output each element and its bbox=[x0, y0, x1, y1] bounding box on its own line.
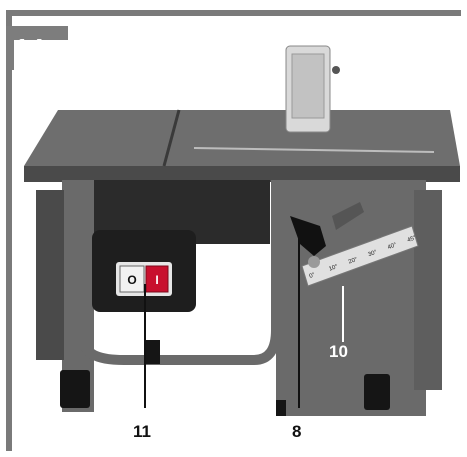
power-cable-bundle bbox=[36, 190, 64, 360]
bevel-tick-label: 40° bbox=[387, 242, 398, 251]
on-button bbox=[145, 265, 169, 293]
table-saw-illustration: O I 0° 10° 20° 30° 40° 45° bbox=[24, 45, 460, 416]
bevel-lock-knob bbox=[290, 216, 326, 256]
bevel-tick-label: 10° bbox=[328, 264, 339, 273]
bevel-tick-label: 30° bbox=[367, 249, 378, 258]
callout-bevel-scale: 10 bbox=[329, 342, 348, 361]
callout-switch: 11 bbox=[133, 422, 151, 441]
right-side-panel bbox=[414, 190, 442, 390]
bevel-tick-label: 0° bbox=[309, 272, 317, 280]
bevel-scale bbox=[301, 225, 419, 287]
off-symbol: O bbox=[127, 273, 136, 287]
callout-bevel-lock-knob: 8 bbox=[292, 422, 302, 441]
callout-line-scale bbox=[342, 286, 344, 342]
callout-line-knob bbox=[298, 236, 300, 408]
knob-bolt bbox=[308, 256, 320, 268]
foot-left bbox=[60, 370, 90, 408]
figure-frame bbox=[6, 10, 461, 451]
bevel-lever bbox=[332, 202, 364, 230]
table-slot bbox=[162, 109, 181, 167]
guard-screw bbox=[332, 66, 340, 74]
saw-table-edge bbox=[24, 166, 460, 182]
foot-right-inner bbox=[276, 400, 286, 416]
foot-right bbox=[364, 374, 390, 410]
foot-center bbox=[146, 340, 160, 364]
bevel-tick-label: 20° bbox=[348, 257, 359, 266]
off-button bbox=[119, 265, 145, 293]
on-symbol: I bbox=[155, 273, 158, 287]
callout-line-switch bbox=[144, 284, 146, 408]
tube-frame bbox=[79, 180, 281, 365]
blade-guard-window bbox=[291, 53, 325, 119]
bevel-tick-label: 45° bbox=[407, 235, 418, 244]
table-highlight bbox=[193, 147, 435, 153]
saw-table-top bbox=[24, 110, 460, 166]
table-saw-photo: O I 0° 10° 20° 30° 40° 45° bbox=[14, 40, 461, 440]
bevel-scale-ticks: 0° 10° 20° 30° 40° 45° bbox=[309, 235, 418, 280]
